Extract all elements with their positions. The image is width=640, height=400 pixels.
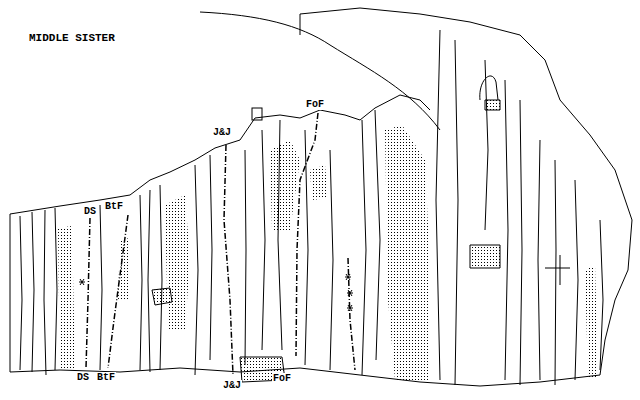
rock-outline (10, 8, 632, 386)
route-label: DS (83, 206, 97, 217)
rock-crack (20, 30, 603, 385)
route-label: BtF (104, 201, 124, 212)
route-line (86, 113, 355, 375)
route-label: J&J (222, 380, 242, 391)
route-label: BtF (96, 372, 116, 383)
shaded-rock (58, 125, 598, 380)
route-label: DS (76, 372, 90, 383)
route-label: FoF (305, 99, 325, 110)
route-label: FoF (272, 373, 292, 384)
shaded-block (152, 100, 500, 382)
route-label: J&J (212, 127, 232, 138)
topo-title: MIDDLE SISTER (28, 32, 116, 45)
bolt-symbol (79, 274, 353, 311)
